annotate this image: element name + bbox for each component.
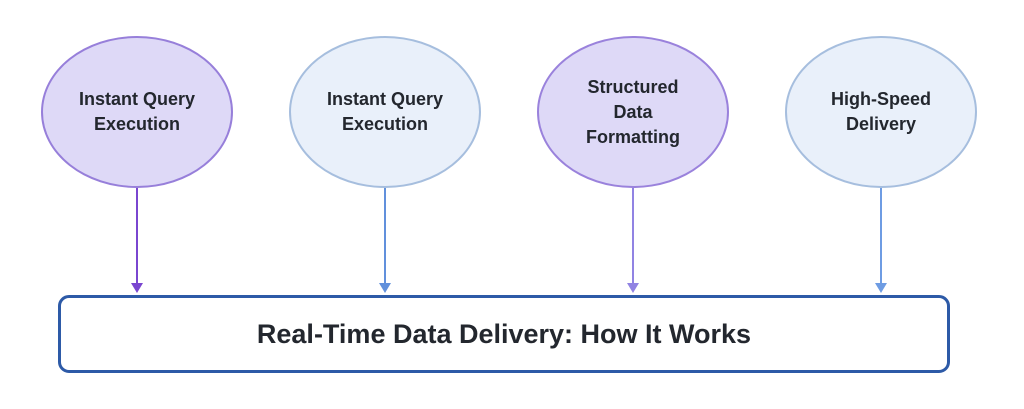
arrow-head-icon bbox=[627, 283, 639, 293]
node-label: High-Speed Delivery bbox=[830, 89, 931, 134]
connector-arrow bbox=[379, 188, 391, 293]
connector-arrow bbox=[131, 188, 143, 293]
connector-arrow bbox=[627, 188, 639, 293]
arrow-head-icon bbox=[379, 283, 391, 293]
arrow-line bbox=[384, 188, 386, 284]
node-label: Instant Query Execution bbox=[326, 89, 444, 134]
node-label: Structured Data Formatting bbox=[586, 76, 680, 147]
summary-title: Real-Time Data Delivery: How It Works bbox=[256, 318, 752, 349]
flow-node-instant-query-1: Instant Query Execution bbox=[41, 36, 233, 293]
node-ellipse: High-Speed Delivery bbox=[785, 36, 977, 188]
arrow-line bbox=[632, 188, 634, 284]
node-ellipse: Instant Query Execution bbox=[41, 36, 233, 188]
connector-arrow bbox=[875, 188, 887, 293]
arrow-head-icon bbox=[875, 283, 887, 293]
node-ellipse: Structured Data Formatting bbox=[537, 36, 729, 188]
arrow-line bbox=[136, 188, 138, 284]
arrow-head-icon bbox=[131, 283, 143, 293]
arrow-line bbox=[880, 188, 882, 284]
summary-box: Real-Time Data Delivery: How It Works bbox=[58, 295, 950, 373]
flow-node-instant-query-2: Instant Query Execution bbox=[289, 36, 481, 293]
flow-node-high-speed: High-Speed Delivery bbox=[785, 36, 977, 293]
node-label: Instant Query Execution bbox=[78, 89, 196, 134]
flow-node-structured-data: Structured Data Formatting bbox=[537, 36, 729, 293]
node-ellipse: Instant Query Execution bbox=[289, 36, 481, 188]
